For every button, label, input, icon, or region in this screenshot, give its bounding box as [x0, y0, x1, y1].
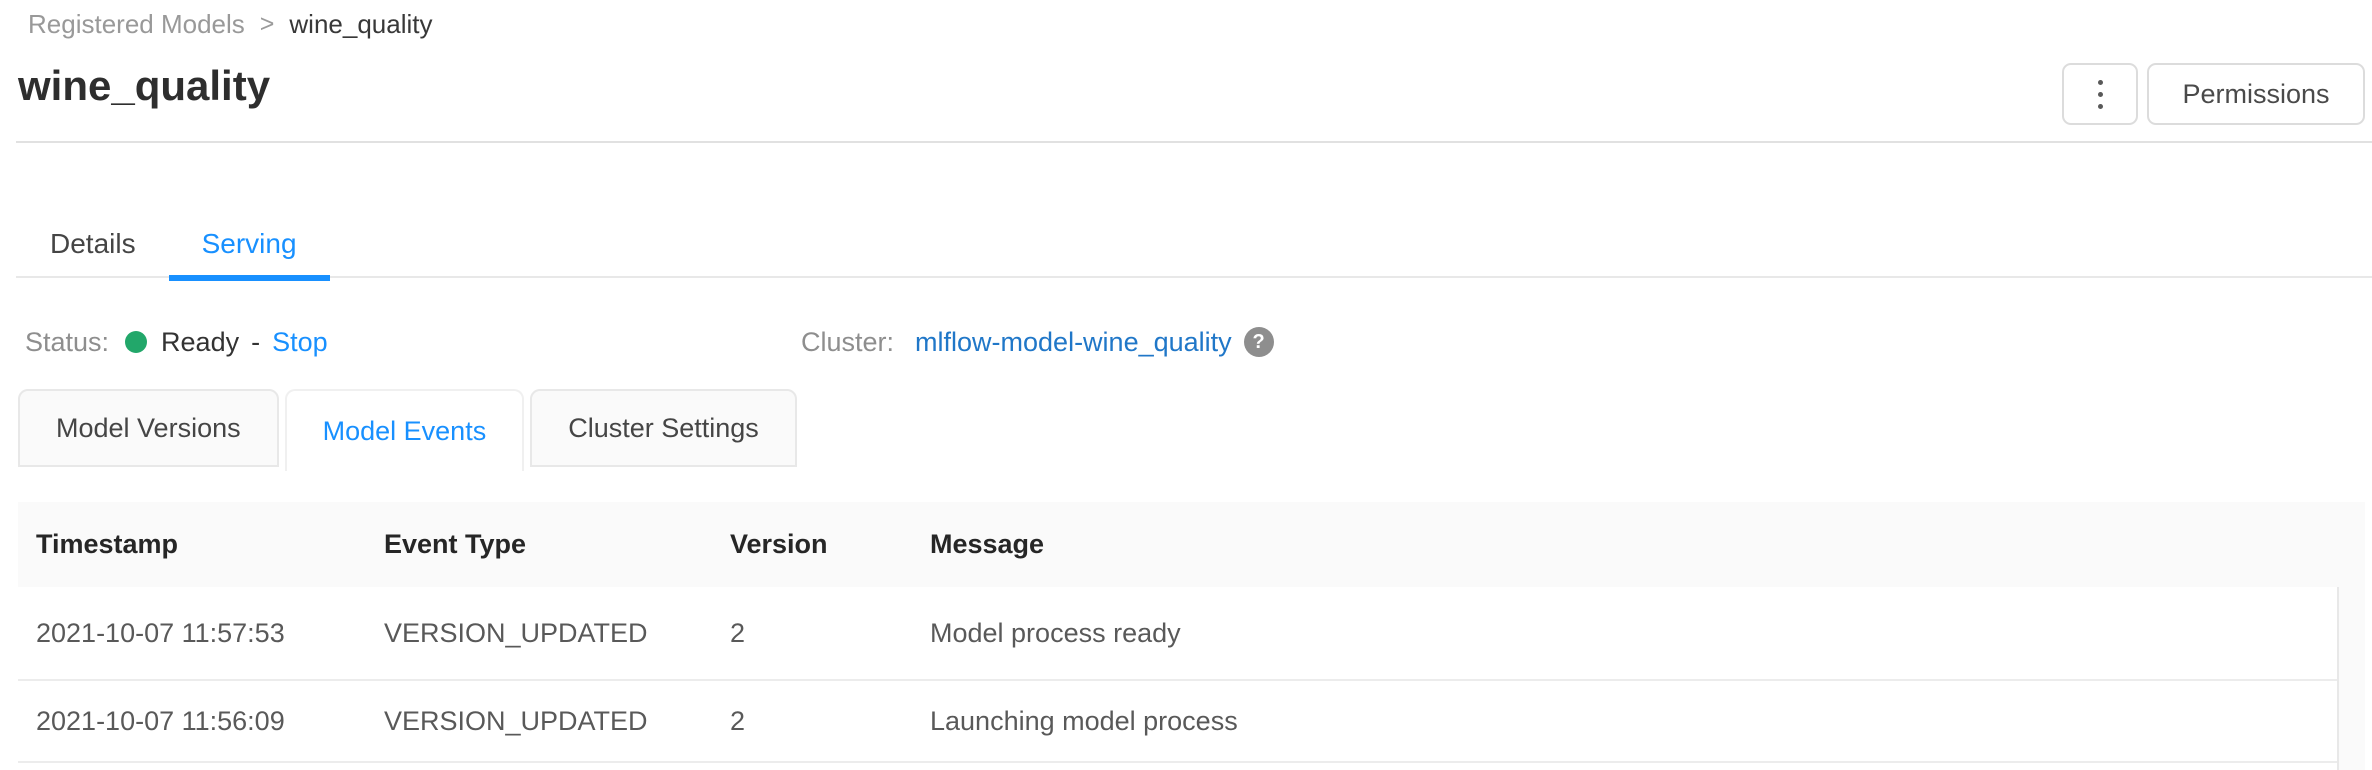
subtab-model-versions[interactable]: Model Versions — [18, 389, 279, 467]
page-title: wine_quality — [18, 62, 271, 109]
column-header-timestamp: Timestamp — [36, 529, 179, 559]
breadcrumb-current: wine_quality — [289, 9, 433, 39]
table-row: 2021-10-07 11:57:53 VERSION_UPDATED 2 Mo… — [18, 587, 2337, 681]
title-divider — [16, 141, 2372, 143]
permissions-button[interactable]: Permissions — [2147, 63, 2365, 125]
column-header-message: Message — [930, 529, 1045, 559]
more-actions-button[interactable] — [2062, 63, 2138, 125]
subtab-cluster-settings[interactable]: Cluster Settings — [530, 389, 797, 467]
model-events-table: Timestamp Event Type Version Message 202… — [18, 502, 2365, 770]
cell-timestamp: 2021-10-07 11:56:09 — [36, 705, 285, 736]
table-body: 2021-10-07 11:57:53 VERSION_UPDATED 2 Mo… — [18, 587, 2365, 770]
cell-message: Model process ready — [930, 617, 1181, 648]
status-row: Status: Ready - Stop — [25, 323, 328, 361]
column-header-event-type: Event Type — [384, 529, 527, 559]
kebab-icon — [2097, 79, 2103, 109]
serving-sub-tabs: Model Versions Model Events Cluster Sett… — [18, 389, 797, 471]
table-header-row: Timestamp Event Type Version Message — [18, 502, 2365, 587]
chevron-right-icon: > — [259, 10, 275, 38]
main-tabs: Details Serving — [17, 212, 330, 281]
status-ready-dot-icon — [125, 331, 148, 353]
cluster-link[interactable]: mlflow-model-wine_quality — [915, 326, 1232, 357]
status-separator: - — [251, 326, 261, 357]
cluster-row: Cluster: mlflow-model-wine_quality ? — [801, 323, 1274, 361]
header-actions: Permissions — [2062, 63, 2365, 125]
breadcrumb-registered-models-link[interactable]: Registered Models — [28, 9, 245, 39]
cluster-label: Cluster: — [801, 326, 895, 357]
tab-details[interactable]: Details — [50, 227, 136, 259]
column-header-version: Version — [730, 529, 828, 559]
table-scrollbar-track[interactable] — [2337, 587, 2365, 770]
tabs-baseline — [16, 276, 2372, 278]
cell-message: Launching model process — [930, 705, 1238, 736]
help-icon[interactable]: ? — [1243, 327, 1274, 357]
cell-event-type: VERSION_UPDATED — [384, 617, 648, 648]
tab-serving[interactable]: Serving — [168, 212, 330, 281]
stop-link[interactable]: Stop — [272, 326, 328, 357]
table-row: 2021-10-07 11:56:09 VERSION_UPDATED 2 La… — [18, 681, 2337, 763]
status-label: Status: — [25, 326, 110, 357]
cell-event-type: VERSION_UPDATED — [384, 705, 648, 736]
breadcrumb: Registered Models > wine_quality — [28, 8, 432, 40]
cell-timestamp: 2021-10-07 11:57:53 — [36, 617, 285, 648]
subtab-model-events[interactable]: Model Events — [284, 389, 525, 471]
status-value: Ready — [161, 326, 240, 357]
cell-version: 2 — [730, 617, 746, 648]
cell-version: 2 — [730, 705, 746, 736]
